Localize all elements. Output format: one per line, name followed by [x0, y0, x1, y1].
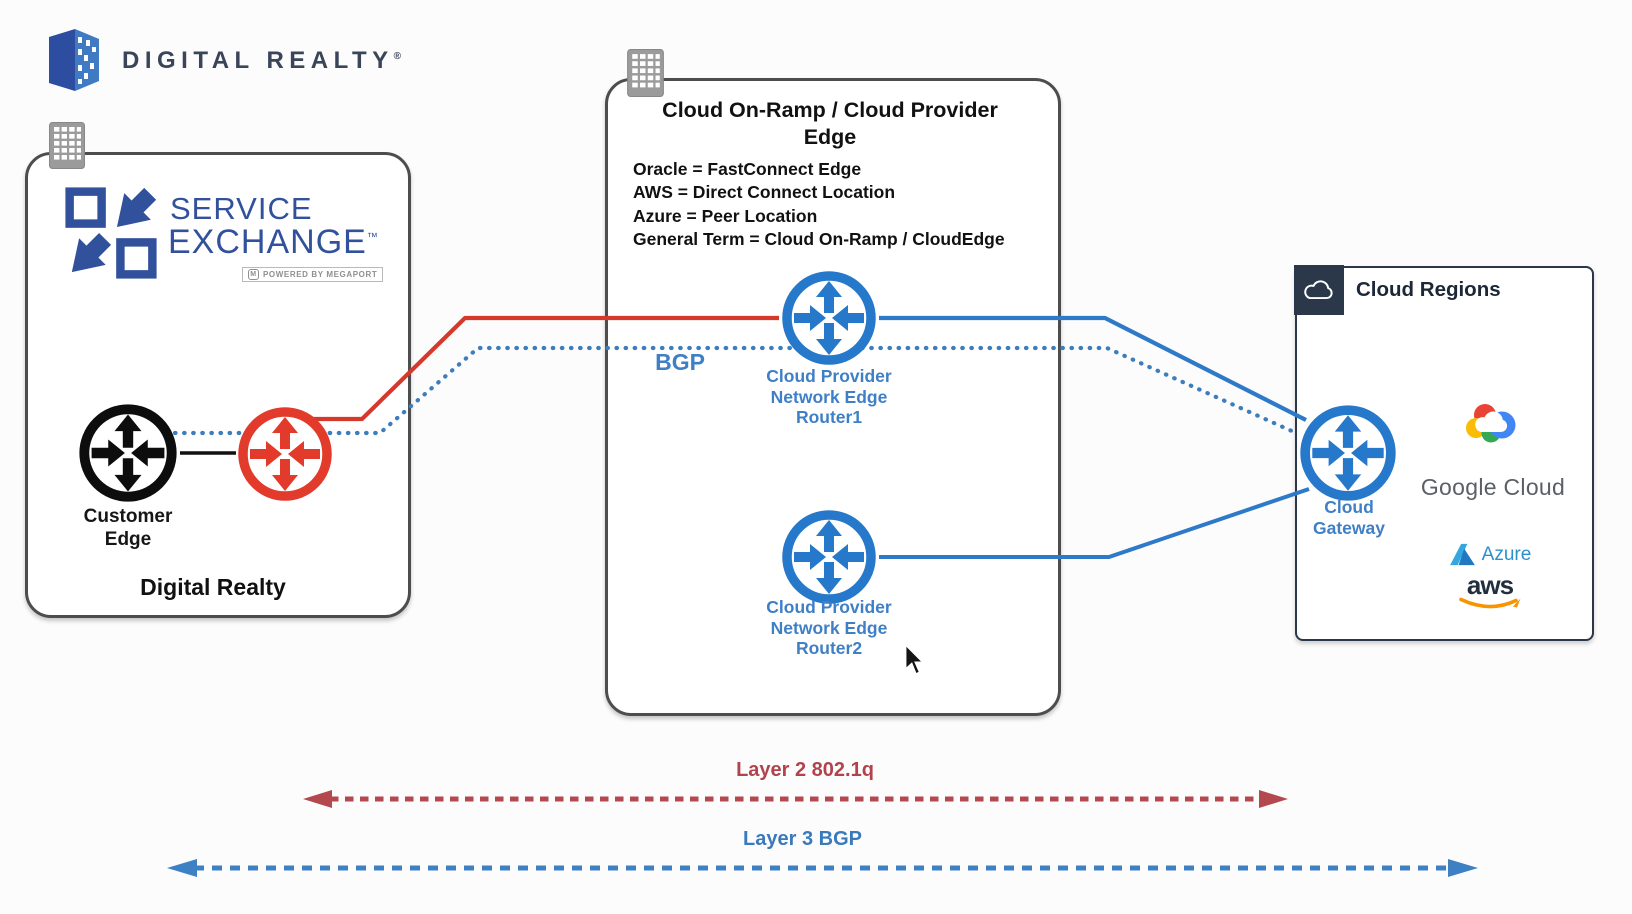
cloud-icon: [1302, 278, 1336, 302]
brand-wordmark: DIGITAL REALTY®: [122, 47, 401, 75]
azure-logo-row: Azure: [1420, 543, 1560, 566]
aws-logo-block: aws: [1448, 570, 1532, 611]
bgp-session-label: BGP: [655, 349, 705, 375]
cloud-gateway-router-icon: [1297, 402, 1399, 504]
provider-edge-router2-icon: [779, 507, 879, 607]
layer2-legend-label: Layer 2 802.1q: [736, 759, 874, 781]
layer2-arrowhead-left: [303, 790, 332, 808]
building-icon: [627, 49, 664, 97]
powered-by-text: POWERED BY MEGAPORT: [263, 270, 378, 279]
digital-realty-box-label: Digital Realty: [140, 574, 286, 600]
blue-link-router1-gateway: [879, 315, 1307, 422]
powered-by-megaport-badge: M POWERED BY MEGAPORT: [242, 267, 384, 282]
service-exchange-word-exchange: EXCHANGE™: [168, 223, 379, 261]
azure-icon: [1449, 543, 1476, 566]
layer3-arrowhead-right: [1448, 859, 1478, 877]
brand-name: DIGITAL REALTY: [122, 47, 394, 74]
cloud-gateway-label: Cloud Gateway: [1313, 497, 1385, 538]
blue-link-router2-gateway: [879, 487, 1310, 559]
mouse-cursor: [903, 643, 925, 677]
cloud-onramp-box: [605, 78, 1061, 716]
definition-oracle: Oracle = FastConnect Edge: [633, 159, 862, 179]
definition-azure: Azure = Peer Location: [633, 205, 818, 226]
router2-label: Cloud Provider Network Edge Router2: [766, 597, 892, 659]
definition-aws: AWS = Direct Connect Location: [633, 182, 896, 203]
red-link-router1: [312, 315, 779, 422]
building-icon: [49, 122, 85, 169]
definition-general: General Term = Cloud On-Ramp / CloudEdge: [633, 229, 1005, 250]
aws-label: aws: [1466, 570, 1514, 600]
cloud-regions-title: Cloud Regions: [1356, 278, 1501, 301]
azure-label: Azure: [1481, 543, 1532, 565]
service-exchange-word-service: SERVICE: [170, 191, 313, 226]
layer2-arrowhead-right: [1259, 790, 1288, 808]
provider-definitions: Oracle = FastConnect Edge AWS = Direct C…: [633, 158, 1049, 252]
registered-mark: ®: [393, 51, 402, 62]
digital-realty-box: [25, 152, 411, 618]
cloud-onramp-title-line1: Cloud On-Ramp / Cloud Provider: [662, 98, 998, 122]
layer3-arrowhead-left: [167, 859, 197, 877]
service-exchange-logo-icon: [64, 186, 158, 280]
provider-edge-router1-icon: [779, 268, 879, 368]
digital-realty-logo-icon: [49, 29, 99, 91]
google-cloud-label: Google Cloud: [1420, 474, 1566, 500]
cloud-regions-header-tile: [1294, 265, 1344, 315]
google-cloud-icon: [1464, 400, 1520, 446]
layer3-legend-label: Layer 3 BGP: [743, 828, 862, 850]
customer-edge-label: Customer Edge: [83, 506, 173, 550]
megaport-mini-logo: M: [248, 269, 259, 280]
router1-label: Cloud Provider Network Edge Router1: [766, 366, 892, 428]
cloud-onramp-title: Cloud On-Ramp / Cloud Provider Edge: [625, 97, 1035, 151]
customer-edge-router-icon: [76, 401, 180, 505]
service-exchange-router-icon: [235, 404, 335, 504]
trademark-mark: ™: [366, 231, 379, 244]
cloud-onramp-title-line2: Edge: [803, 124, 857, 149]
